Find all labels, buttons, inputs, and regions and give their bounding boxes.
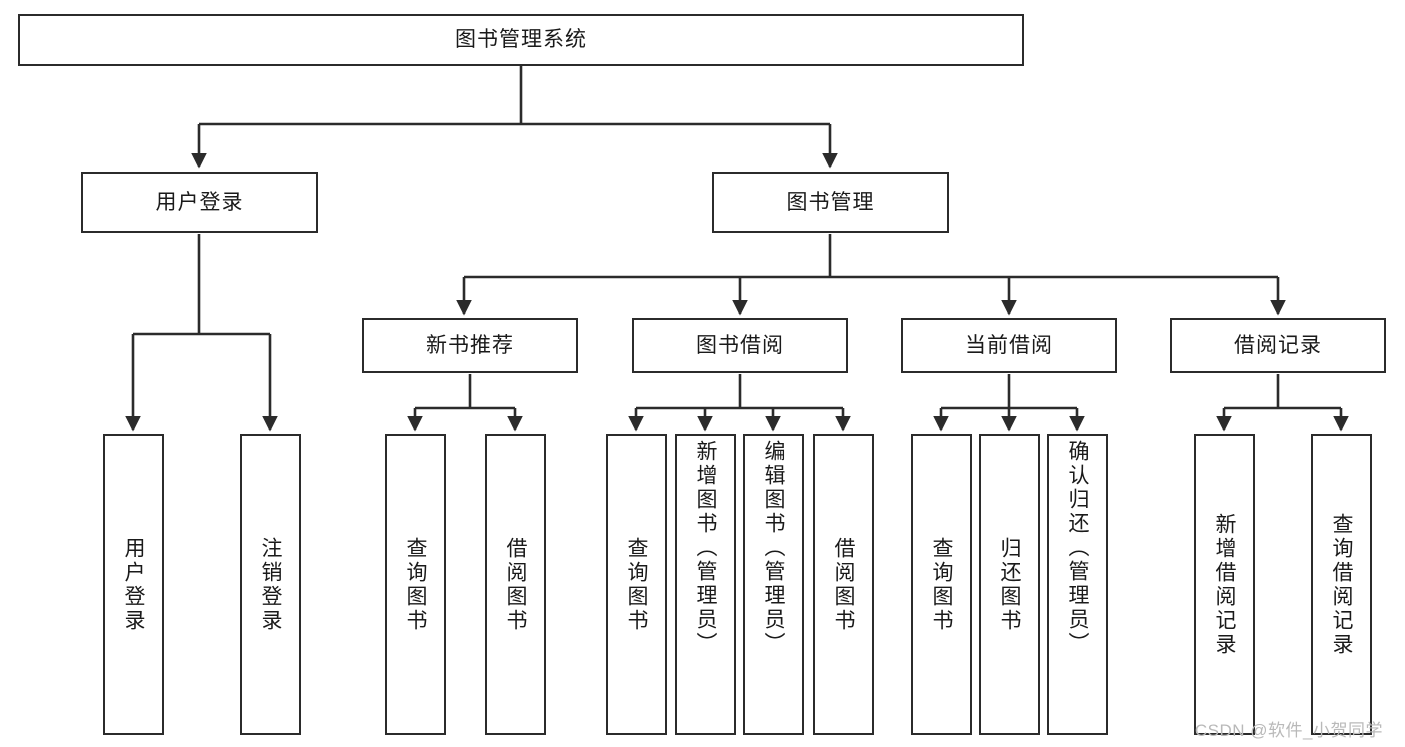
node-label: 借阅记录 xyxy=(1234,333,1322,357)
node-label: 查询借阅记录 xyxy=(1330,512,1353,657)
leaf-edit-book-admin[interactable]: 编辑图书（管理员） xyxy=(743,434,804,735)
node-new-book-recommend[interactable]: 新书推荐 xyxy=(362,318,578,373)
node-label: 确认归还（管理员） xyxy=(1066,440,1089,656)
node-label: 图书管理 xyxy=(786,190,875,214)
leaf-borrow-book[interactable]: 借阅图书 xyxy=(813,434,874,735)
node-label: 新书推荐 xyxy=(426,333,514,357)
leaf-add-book-admin[interactable]: 新增图书（管理员） xyxy=(675,434,736,735)
leaf-user-login[interactable]: 用户登录 xyxy=(103,434,164,735)
leaf-query-book-current[interactable]: 查询图书 xyxy=(911,434,972,735)
leaf-borrow-book-new[interactable]: 借阅图书 xyxy=(485,434,546,735)
csdn-watermark: CSDN @软件_小贺同学 xyxy=(1194,721,1383,740)
node-label: 借阅图书 xyxy=(504,536,527,633)
node-label: 图书借阅 xyxy=(696,333,784,357)
node-label: 新增借阅记录 xyxy=(1213,512,1236,657)
leaf-logout[interactable]: 注销登录 xyxy=(240,434,301,735)
node-label: 查询图书 xyxy=(404,536,427,633)
node-book-borrow[interactable]: 图书借阅 xyxy=(632,318,848,373)
node-label: 注销登录 xyxy=(259,536,282,633)
leaf-confirm-return-admin[interactable]: 确认归还（管理员） xyxy=(1047,434,1108,735)
node-label: 新增图书（管理员） xyxy=(694,440,717,656)
leaf-query-book-new[interactable]: 查询图书 xyxy=(385,434,446,735)
node-user-login[interactable]: 用户登录 xyxy=(81,172,318,233)
node-label: 查询图书 xyxy=(930,536,953,633)
node-label: 编辑图书（管理员） xyxy=(762,440,785,656)
node-label: 归还图书 xyxy=(998,536,1021,633)
node-label: 查询图书 xyxy=(625,536,648,633)
leaf-return-book[interactable]: 归还图书 xyxy=(979,434,1040,735)
node-current-borrow[interactable]: 当前借阅 xyxy=(901,318,1117,373)
node-book-management[interactable]: 图书管理 xyxy=(712,172,949,233)
leaf-query-book-borrow[interactable]: 查询图书 xyxy=(606,434,667,735)
node-borrow-record[interactable]: 借阅记录 xyxy=(1170,318,1386,373)
node-label: 借阅图书 xyxy=(832,536,855,633)
leaf-add-borrow-record[interactable]: 新增借阅记录 xyxy=(1194,434,1255,735)
node-label: 用户登录 xyxy=(122,536,145,633)
node-label: 当前借阅 xyxy=(965,333,1053,357)
leaf-query-borrow-record[interactable]: 查询借阅记录 xyxy=(1311,434,1372,735)
node-root-book-management-system[interactable]: 图书管理系统 xyxy=(18,14,1024,66)
node-label: 图书管理系统 xyxy=(455,28,587,52)
node-label: 用户登录 xyxy=(155,190,244,214)
